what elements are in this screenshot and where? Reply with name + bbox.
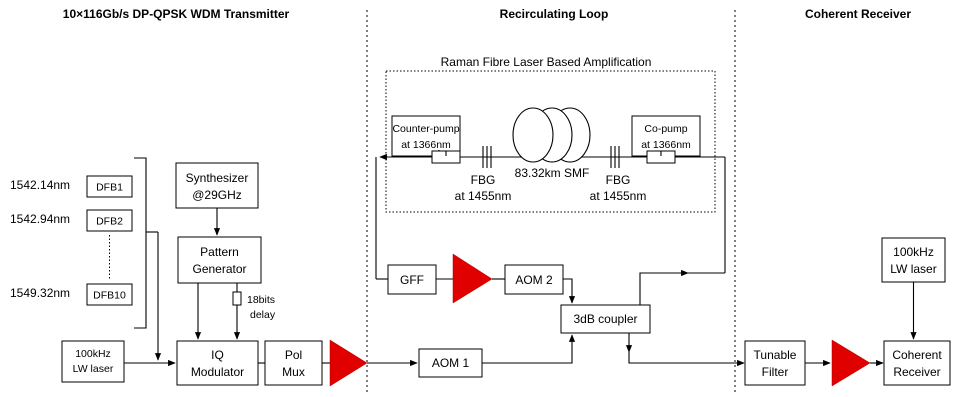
dfb1-box: DFB1 — [86, 175, 133, 198]
dfb2-box: DFB2 — [86, 209, 133, 232]
dfb-combiner-bracket — [134, 157, 147, 329]
synthesizer-box: Synthesizer @29GHz — [175, 162, 259, 209]
dfb10-label: DFB10 — [93, 290, 126, 302]
pol-mux-line1: Pol — [285, 348, 302, 362]
counter-pump-box: Counter-pump at 1366nm — [391, 115, 461, 157]
synthesizer-line1: Synthesizer — [186, 171, 249, 185]
aom2-to-coupler-line — [563, 278, 576, 304]
tx-lw-laser-line1: 100kHz — [75, 348, 111, 360]
counter-pump-line2: at 1366nm — [401, 139, 451, 151]
tunable-filter-line1: Tunable — [754, 348, 797, 362]
loop-amplifier-icon — [452, 253, 493, 304]
transmitter-section-title: 10×116Gb/s DP-QPSK WDM Transmitter — [63, 7, 290, 21]
co-pump-box: Co-pump at 1366nm — [631, 115, 701, 157]
fbg-left-label-1: FBG — [471, 173, 496, 187]
wavelength-label-2: 1542.94nm — [10, 212, 70, 226]
coupler-label: 3dB coupler — [573, 312, 637, 326]
coherent-receiver-line1: Coherent — [892, 348, 942, 362]
aom2-label: AOM 2 — [515, 273, 553, 287]
fbg-right-label-1: FBG — [606, 173, 631, 187]
aom1-to-coupler-line — [482, 334, 576, 364]
iq-modulator-line1: IQ — [211, 348, 224, 362]
iq-modulator-line2: Modulator — [191, 365, 244, 379]
coherent-receiver-line2: Receiver — [893, 365, 940, 379]
dfb10-box: DFB10 — [86, 283, 133, 306]
iq-modulator-box: IQ Modulator — [176, 340, 259, 386]
wavelength-label-3: 1549.32nm — [10, 286, 70, 300]
receiver-section-title: Coherent Receiver — [805, 7, 911, 21]
coherent-receiver-box: Coherent Receiver — [883, 340, 951, 386]
delay-element — [232, 291, 242, 306]
raman-title: Raman Fibre Laser Based Amplification — [441, 55, 652, 69]
pattern-generator-box: Pattern Generator — [177, 236, 262, 284]
fbg-left-label-2: at 1455nm — [455, 189, 512, 203]
coupler-box: 3dB coupler — [560, 304, 651, 334]
fbg-right-grating — [610, 146, 620, 168]
delay-label-line1: 18bits — [247, 294, 275, 306]
rx-preamplifier-icon — [831, 339, 871, 387]
pattern-generator-line2: Generator — [192, 262, 246, 276]
aom1-box: AOM 1 — [418, 348, 483, 378]
dfb1-label: DFB1 — [96, 182, 123, 194]
delay-label-line2: delay — [250, 309, 276, 321]
pattern-generator-line1: Pattern — [200, 245, 239, 259]
fbg-right-label-2: at 1455nm — [590, 189, 647, 203]
fbg-left-grating — [482, 146, 492, 168]
dfb2-label: DFB2 — [96, 216, 123, 228]
tx-lw-laser-box: 100kHz LW laser — [61, 340, 125, 383]
co-pump-line1: Co-pump — [644, 123, 687, 135]
tx-booster-amplifier-icon — [329, 339, 368, 387]
co-pump-line2: at 1366nm — [641, 139, 691, 151]
tx-lw-laser-line2: LW laser — [73, 363, 114, 375]
smf-label: 83.32km SMF — [515, 166, 590, 180]
gff-label: GFF — [400, 273, 424, 287]
pol-mux-box: Pol Mux — [264, 340, 323, 386]
raman-amplification-region — [385, 70, 716, 213]
loop-section-title: Recirculating Loop — [500, 7, 609, 21]
aom1-label: AOM 1 — [432, 356, 470, 370]
rx-lw-laser-line1: 100kHz — [893, 245, 934, 259]
pol-mux-line2: Mux — [282, 365, 305, 379]
coupler-to-filter-line — [628, 352, 745, 367]
coupler-to-loop-line — [639, 272, 725, 305]
tunable-filter-box: Tunable Filter — [744, 340, 806, 386]
smf-spool-icon — [512, 107, 591, 163]
gff-box: GFF — [387, 264, 437, 295]
aom2-box: AOM 2 — [504, 264, 564, 295]
rx-lw-laser-line2: LW laser — [890, 262, 936, 276]
counter-pump-line1: Counter-pump — [392, 123, 459, 135]
synthesizer-line2: @29GHz — [192, 188, 242, 202]
wavelength-label-1: 1542.14nm — [10, 178, 70, 192]
rx-lw-laser-box: 100kHz LW laser — [881, 237, 946, 283]
tunable-filter-line2: Filter — [762, 365, 789, 379]
